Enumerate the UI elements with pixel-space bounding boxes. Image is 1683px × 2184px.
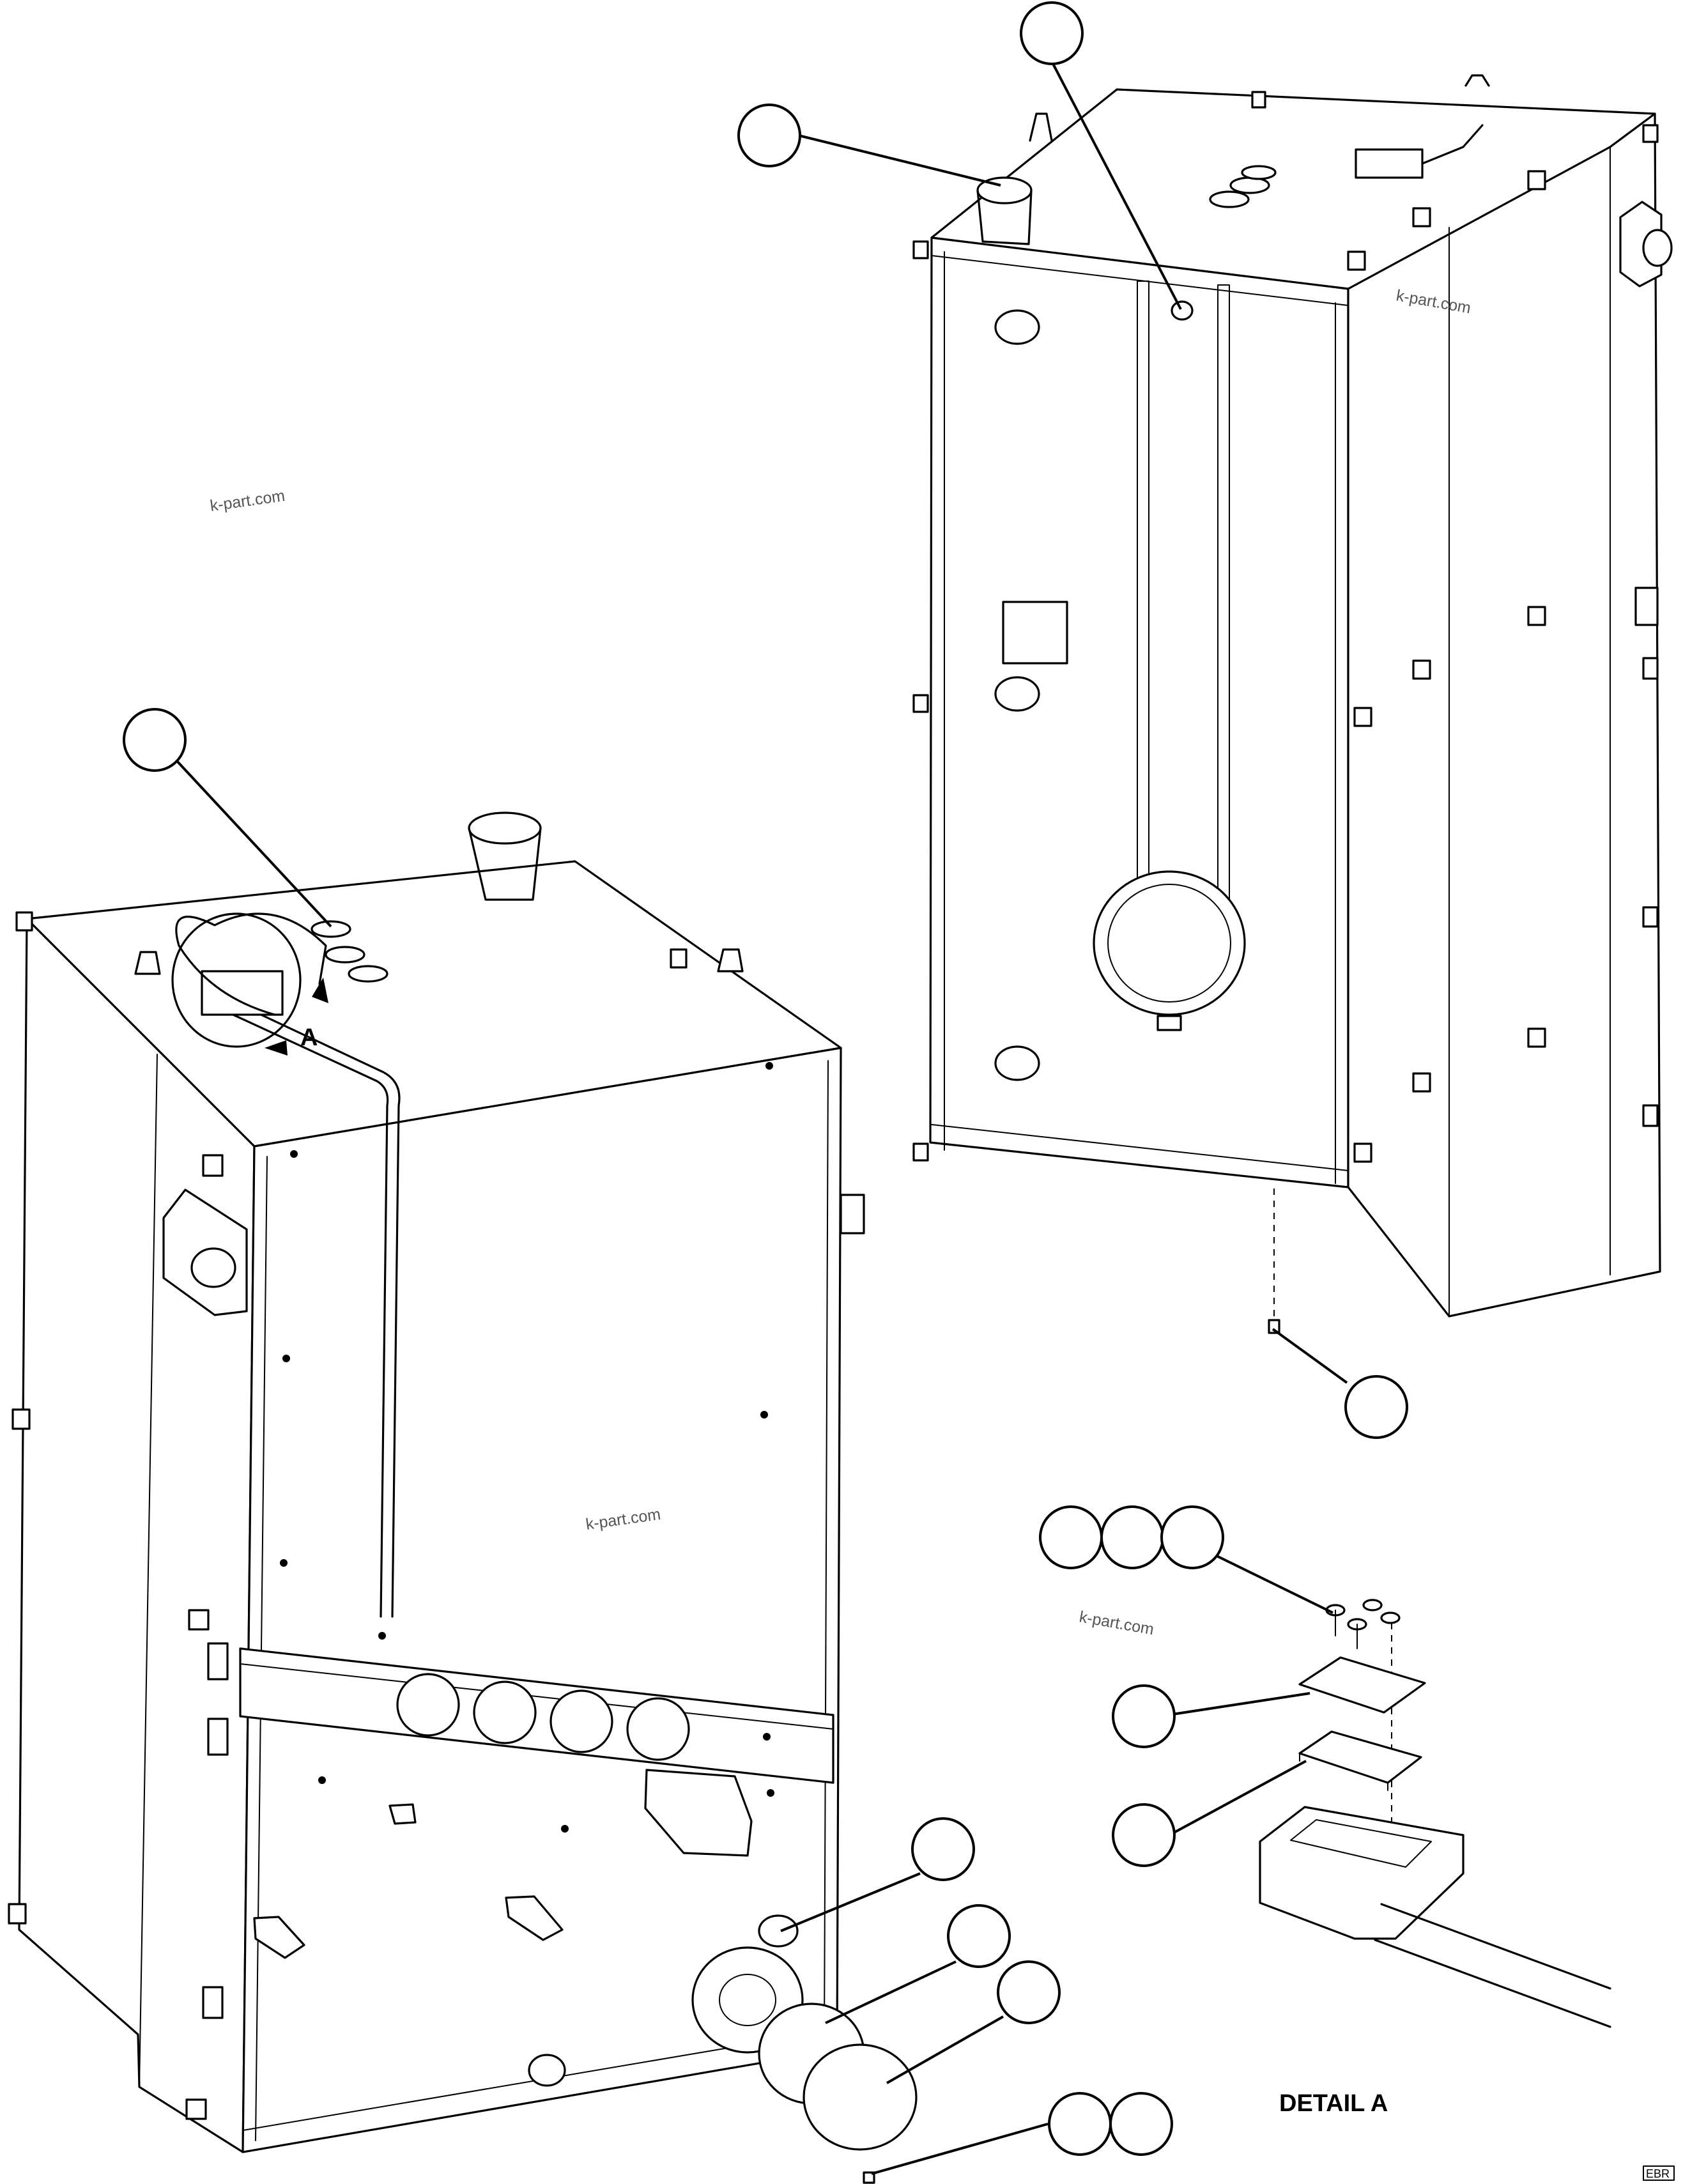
callout-bubble [1109,2092,1173,2156]
corner-code: EBR [1646,2167,1670,2180]
callout-bubble [1039,1505,1103,1569]
detail-a: DETAIL A [1259,1599,1611,2117]
upper-tank-front-face [929,236,1349,1188]
upper-tank [912,74,1673,1318]
callout-bubble [947,1904,1011,1968]
detail-ref-label: A [300,1024,318,1051]
callout-bubble [737,104,801,167]
callout-bubble [997,1960,1061,2024]
detail-title: DETAIL A [1279,2090,1388,2117]
flange-parts [691,1946,918,2184]
callout-bubble [911,1817,975,1881]
callout-bubble [1020,1,1084,65]
callout-bubble [1160,1505,1224,1569]
callout-bubbles [123,1,1408,2156]
corner-code-box [1643,2165,1675,2181]
callout-bubble [1112,1684,1176,1748]
watermark: k-part.com [209,487,286,515]
callout-bubble [1112,1803,1176,1867]
upper-tank-right-face [1347,112,1661,1318]
watermark: k-part.com [1078,1608,1155,1638]
callout-bubble [123,708,187,772]
lower-tank: A [8,811,865,2153]
leader-lines [175,61,1348,2175]
callout-bubble [1344,1375,1408,1439]
callout-bubble [1048,2092,1112,2156]
callout-bubble [1100,1505,1164,1569]
